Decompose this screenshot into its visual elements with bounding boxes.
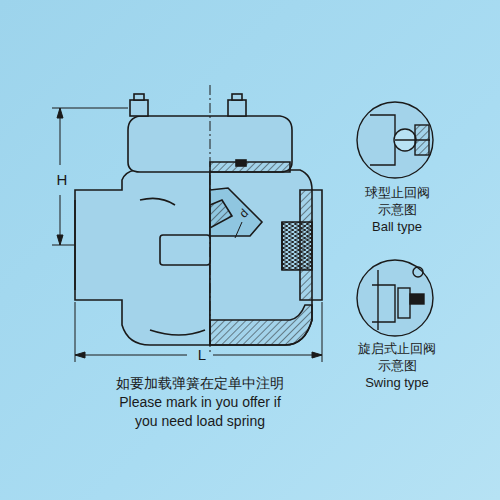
note-text: 如要加载弹簧在定单中注明 bbox=[116, 375, 284, 391]
caption-text: Swing type bbox=[365, 376, 429, 391]
dimension-letter: H bbox=[55, 171, 70, 188]
note-text: Please mark in you offer if bbox=[119, 394, 281, 410]
caption-text: Ball type bbox=[372, 220, 422, 235]
note-text: you need load spring bbox=[135, 413, 265, 429]
caption-text: 示意图 bbox=[378, 203, 417, 218]
caption-text: 示意图 bbox=[378, 359, 417, 374]
caption-text: 球型止回阀 bbox=[365, 186, 430, 201]
dimension-letter: L bbox=[196, 346, 208, 363]
caption-text: 旋启式止回阀 bbox=[358, 342, 436, 357]
